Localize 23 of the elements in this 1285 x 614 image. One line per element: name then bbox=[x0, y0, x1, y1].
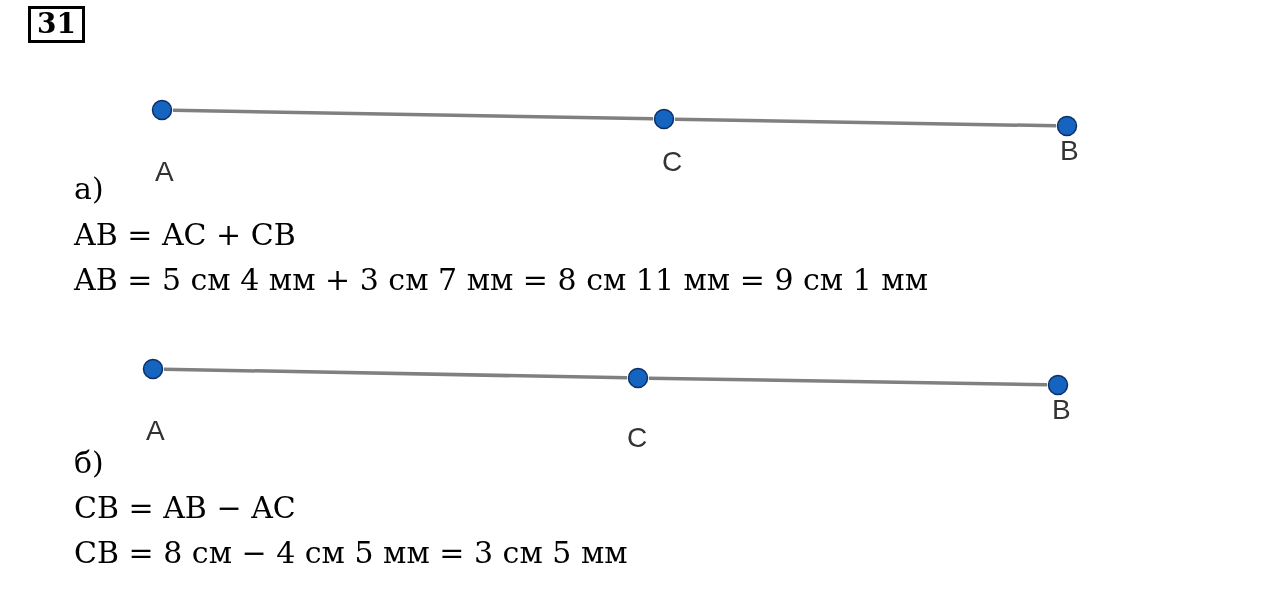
point-dot bbox=[1056, 115, 1078, 137]
point-label: A bbox=[155, 158, 174, 186]
formula: CB = 8 см − 4 см 5 мм = 3 см 5 мм bbox=[74, 536, 628, 569]
point-dot bbox=[653, 108, 675, 130]
line-segment bbox=[172, 108, 654, 121]
point-label: B bbox=[1060, 137, 1079, 165]
point-label: B bbox=[1052, 396, 1071, 424]
point-dot bbox=[627, 367, 649, 389]
formula: AB = 5 см 4 мм + 3 см 7 мм = 8 см 11 мм = 9 см 1 мм bbox=[74, 263, 928, 296]
line-segment bbox=[163, 367, 628, 380]
line-segment bbox=[648, 376, 1048, 387]
point-dot bbox=[142, 358, 164, 380]
point-dot bbox=[151, 99, 173, 121]
part-label: а) bbox=[74, 172, 104, 205]
problem-number: 31 bbox=[28, 6, 85, 43]
formula: AB = AC + CB bbox=[74, 218, 296, 251]
line-segment bbox=[674, 117, 1057, 128]
point-label: C bbox=[662, 148, 683, 176]
formula: CB = AB − AC bbox=[74, 491, 296, 524]
point-label: C bbox=[627, 424, 648, 452]
point-dot bbox=[1047, 374, 1069, 396]
point-label: A bbox=[146, 417, 165, 445]
part-label: б) bbox=[74, 446, 104, 479]
